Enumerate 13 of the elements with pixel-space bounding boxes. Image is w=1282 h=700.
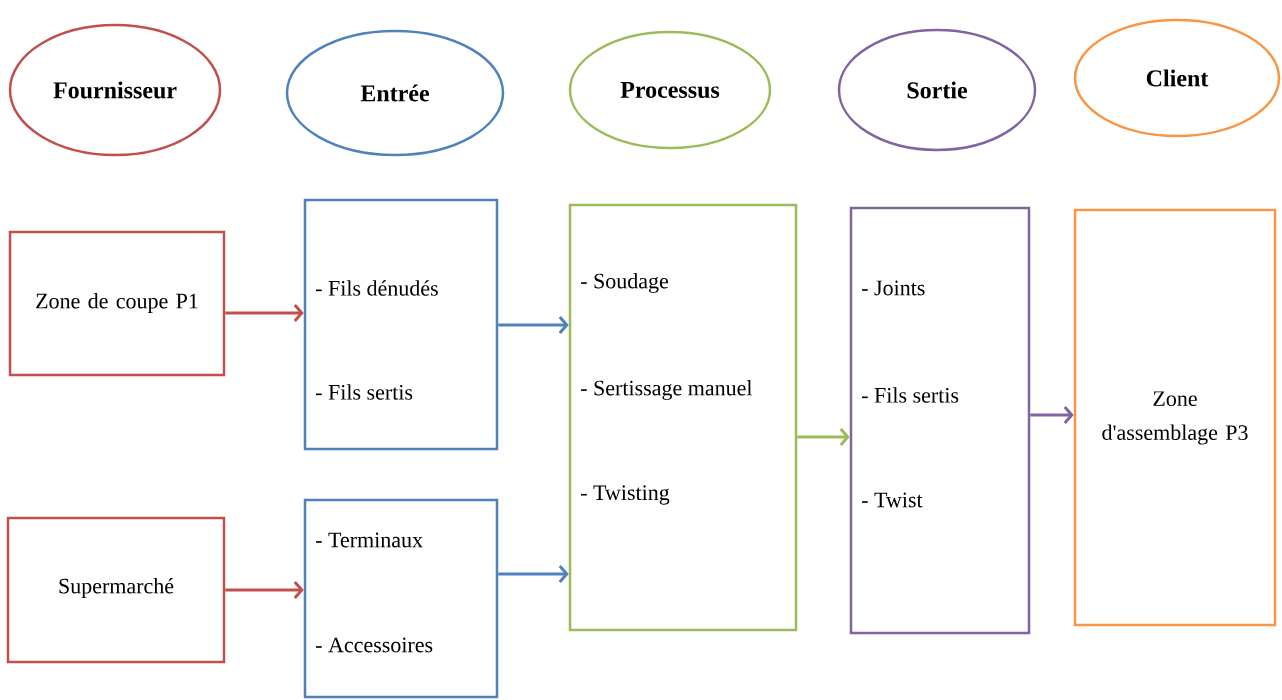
arrow (498, 565, 569, 583)
process-box: - Joints - Fils sertis - Twist (849, 206, 1031, 635)
process-box: - Soudage - Sertissage manuel - Twisting (568, 203, 798, 632)
arrow (225, 304, 304, 322)
process-box: - Fils dénudés - Fils sertis (303, 198, 499, 451)
arrow (797, 428, 850, 446)
arrow (225, 581, 304, 599)
arrow (498, 316, 569, 334)
process-box: Zone d'assemblage P3 (1073, 208, 1277, 627)
process-box: Supermarché (6, 516, 226, 664)
process-box: - Terminaux - Accessoires (303, 498, 499, 699)
arrow (1030, 406, 1074, 424)
process-box: Zone de coupe P1 (8, 230, 226, 377)
